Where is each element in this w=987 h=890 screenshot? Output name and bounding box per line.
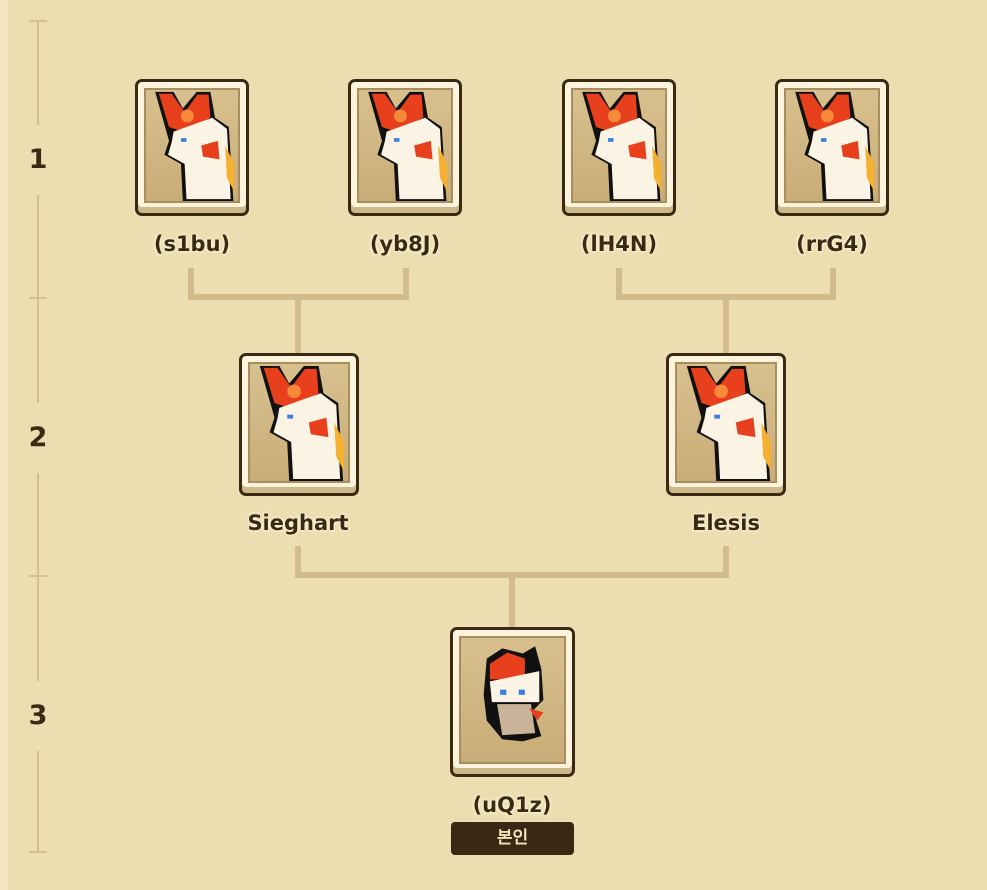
pet-card[interactable]	[775, 79, 889, 216]
dragon-portrait-icon	[571, 88, 667, 203]
pet-name: Elesis	[692, 511, 760, 535]
pet-name: (s1bu)	[153, 232, 231, 256]
pet-card[interactable]	[348, 79, 462, 216]
connector	[830, 268, 836, 299]
connector	[188, 268, 194, 299]
dragon-portrait-icon	[248, 362, 350, 483]
dragon-portrait-icon	[675, 362, 777, 483]
pet-card[interactable]	[135, 79, 249, 216]
generation-label-2: 2	[20, 403, 56, 473]
self-badge: 본인	[451, 822, 574, 855]
connector	[723, 546, 729, 577]
axis-tick	[29, 297, 47, 299]
connector	[723, 294, 729, 354]
pet-name: Sieghart	[247, 511, 349, 535]
pet-name: (yb8J)	[369, 232, 441, 256]
pet-name: (rrG4)	[796, 232, 868, 256]
pet-name: (uQ1z)	[472, 793, 552, 817]
pet-card[interactable]	[239, 353, 359, 496]
axis-tick	[29, 575, 47, 577]
connector	[509, 572, 515, 628]
connector	[295, 546, 301, 577]
dragon-portrait-icon	[144, 88, 240, 203]
pet-card[interactable]	[666, 353, 786, 496]
connector	[616, 268, 622, 299]
generation-label-3: 3	[20, 681, 56, 751]
dragon-portrait-icon	[357, 88, 453, 203]
connector	[295, 294, 301, 354]
left-edge	[0, 0, 8, 890]
pet-card[interactable]	[562, 79, 676, 216]
pet-card-self[interactable]	[450, 627, 575, 777]
pet-name: (lH4N)	[580, 232, 658, 256]
baby-dragon-portrait-icon	[459, 636, 566, 764]
axis-tick	[29, 851, 47, 853]
axis-tick	[29, 20, 47, 22]
dragon-portrait-icon	[784, 88, 880, 203]
connector	[403, 268, 409, 299]
generation-label-1: 1	[20, 125, 56, 195]
